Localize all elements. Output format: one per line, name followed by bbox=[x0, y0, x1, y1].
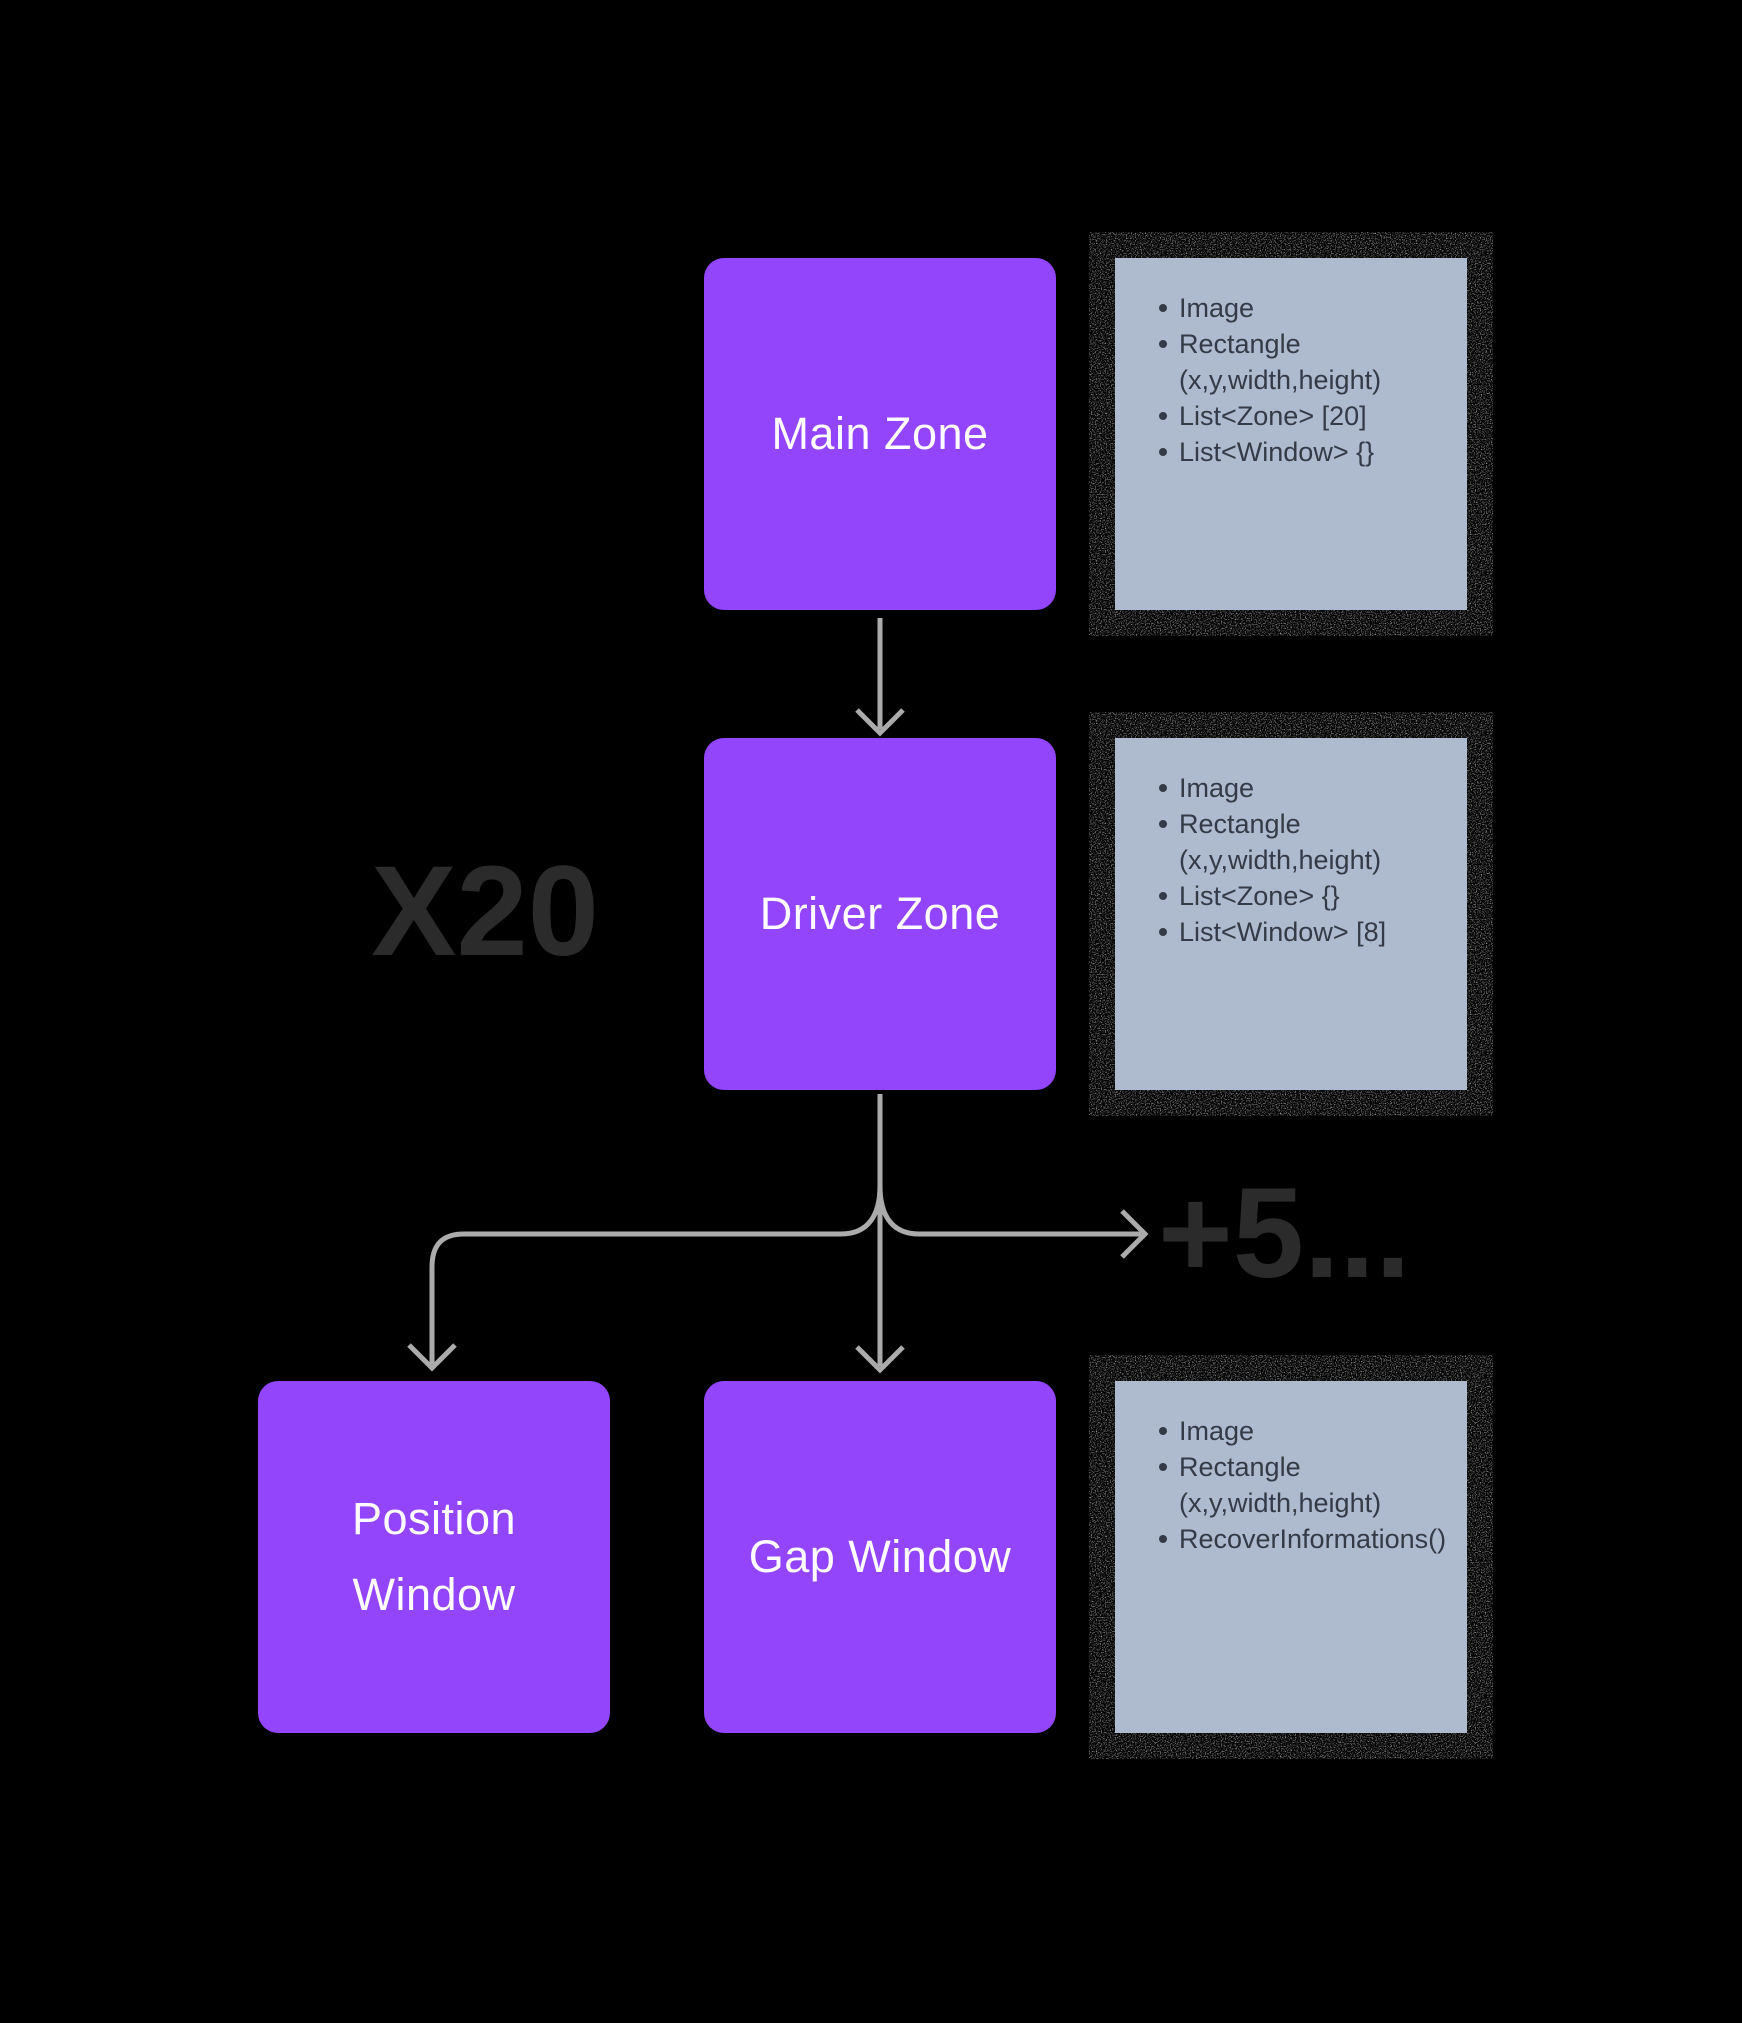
note-item: Image bbox=[1159, 770, 1449, 806]
arrow-main-to-driver bbox=[855, 618, 905, 737]
node-label: Gap Window bbox=[748, 1531, 1012, 1582]
note-card: Image Rectangle (x,y,width,height) List<… bbox=[1115, 258, 1467, 610]
node-main-zone: Main Zone bbox=[704, 258, 1056, 610]
note-item-sub: (x,y,width,height) bbox=[1179, 845, 1382, 875]
node-label: Main Zone bbox=[771, 408, 989, 459]
note-list: Image Rectangle (x,y,width,height) List<… bbox=[1115, 258, 1467, 470]
node-gap-window: Gap Window bbox=[704, 1381, 1056, 1733]
note-item: Rectangle (x,y,width,height) bbox=[1159, 1449, 1449, 1521]
node-driver-zone: Driver Zone bbox=[704, 738, 1056, 1090]
note-item-sub: (x,y,width,height) bbox=[1179, 365, 1382, 395]
note-item: Rectangle (x,y,width,height) bbox=[1159, 806, 1449, 878]
arrow-driver-to-position bbox=[407, 1185, 883, 1372]
note-gap-window: Image Rectangle (x,y,width,height) Recov… bbox=[1089, 1355, 1493, 1759]
note-driver-zone: Image Rectangle (x,y,width,height) List<… bbox=[1089, 712, 1493, 1116]
note-item: Image bbox=[1159, 290, 1449, 326]
note-list: Image Rectangle (x,y,width,height) Recov… bbox=[1115, 1381, 1467, 1557]
node-label: Position Window bbox=[351, 1493, 517, 1620]
more-windows-label: +5... bbox=[1158, 1162, 1411, 1305]
note-card: Image Rectangle (x,y,width,height) Recov… bbox=[1115, 1381, 1467, 1733]
note-item: List<Window> {} bbox=[1159, 434, 1449, 470]
multiplier-label: X20 bbox=[371, 840, 599, 983]
arrow-driver-to-more bbox=[877, 1185, 1149, 1259]
note-item-sub: (x,y,width,height) bbox=[1179, 1488, 1382, 1518]
note-item: Image bbox=[1159, 1413, 1449, 1449]
node-position-window: Position Window bbox=[258, 1381, 610, 1733]
note-item: List<Window> [8] bbox=[1159, 914, 1449, 950]
note-item: List<Zone> {} bbox=[1159, 878, 1449, 914]
note-main-zone: Image Rectangle (x,y,width,height) List<… bbox=[1089, 232, 1493, 636]
note-item: Rectangle (x,y,width,height) bbox=[1159, 326, 1449, 398]
note-list: Image Rectangle (x,y,width,height) List<… bbox=[1115, 738, 1467, 950]
note-card: Image Rectangle (x,y,width,height) List<… bbox=[1115, 738, 1467, 1090]
note-item: RecoverInformations() bbox=[1159, 1521, 1449, 1557]
arrow-driver-to-gap bbox=[855, 1094, 905, 1374]
node-label: Driver Zone bbox=[759, 888, 1001, 939]
note-item: List<Zone> [20] bbox=[1159, 398, 1449, 434]
